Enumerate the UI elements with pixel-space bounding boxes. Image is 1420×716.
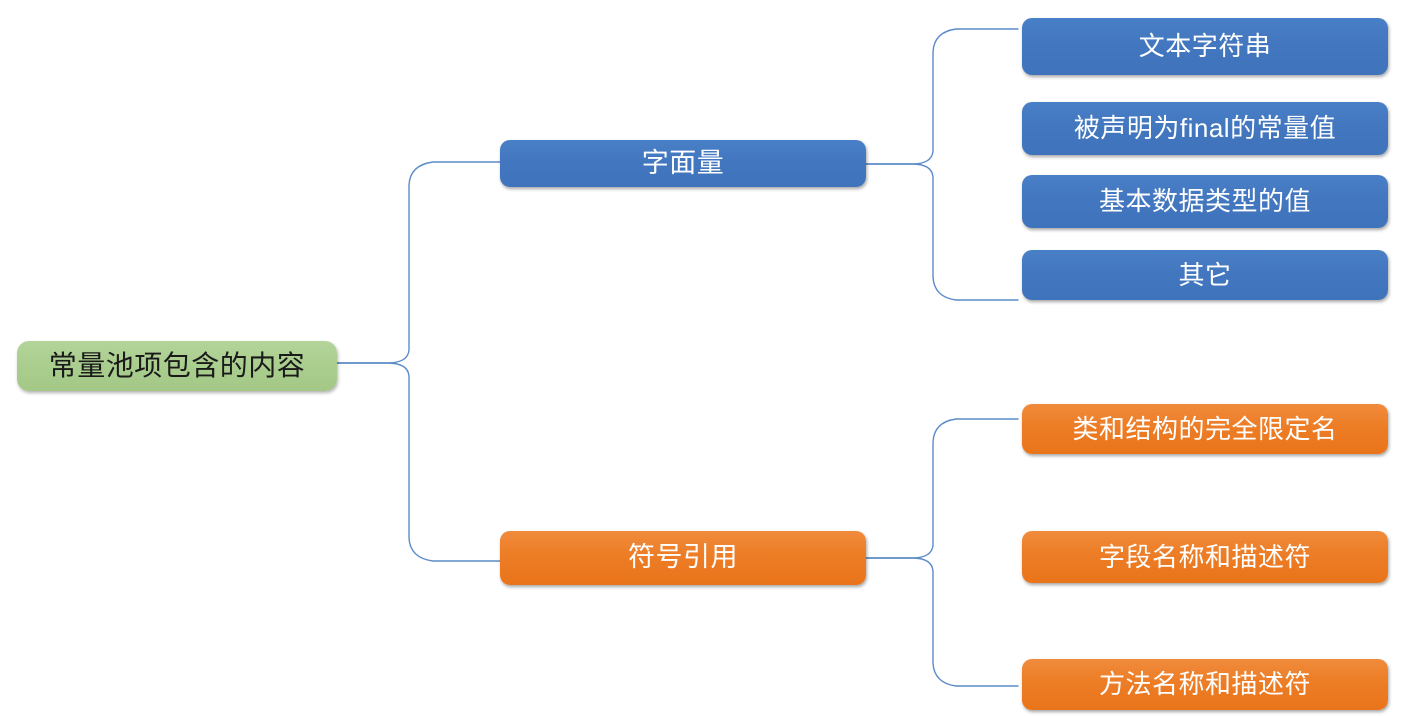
node-leaf-method-name-descriptor[interactable]: 方法名称和描述符 (1022, 659, 1388, 710)
node-leaf-fully-qualified-name[interactable]: 类和结构的完全限定名 (1022, 404, 1388, 454)
node-root[interactable]: 常量池项包含的内容 (17, 341, 337, 391)
connector-brace-symbol (866, 418, 1019, 687)
node-leaf-other[interactable]: 其它 (1022, 250, 1388, 300)
node-leaf-final-constant[interactable]: 被声明为final的常量值 (1022, 102, 1388, 155)
connector-brace-root (337, 161, 501, 562)
node-leaf-text-string[interactable]: 文本字符串 (1022, 18, 1388, 75)
node-leaf-field-name-descriptor[interactable]: 字段名称和描述符 (1022, 531, 1388, 583)
connector-brace-literal (866, 28, 1019, 301)
node-leaf-primitive-value[interactable]: 基本数据类型的值 (1022, 175, 1388, 228)
node-branch-symbol-reference[interactable]: 符号引用 (500, 531, 866, 585)
node-branch-literal[interactable]: 字面量 (500, 140, 866, 187)
